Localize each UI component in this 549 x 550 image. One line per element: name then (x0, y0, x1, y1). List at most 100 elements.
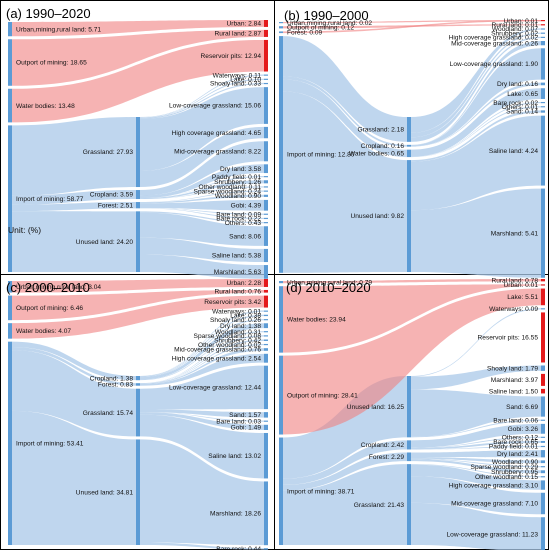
flow-band (12, 279, 264, 293)
source-label-outport-of-mining: Outport of mining: 28.41 (287, 392, 358, 399)
mid-label-unused-land: Unused land: 24.20 (76, 239, 134, 246)
flow-band (140, 212, 264, 246)
flow-band (140, 211, 264, 224)
mid-node-forest (136, 383, 140, 386)
flow-band (140, 439, 264, 546)
mid-node-grassland (136, 388, 140, 437)
target-label-shrubbery: Shrubbery: 1.26 (214, 179, 261, 186)
flow-band (140, 87, 264, 171)
flow-band (140, 353, 264, 386)
flow-band (411, 464, 541, 490)
flow-band (12, 346, 136, 386)
flow-band (411, 476, 541, 515)
source-label-urban-mining-rural-land: Urban,mining,rural land: 5.71 (16, 26, 101, 33)
target-node-dry-land (264, 164, 268, 174)
source-node-forest (279, 31, 283, 34)
source-node-urban-mining-rural-land (8, 281, 12, 293)
mid-label-unused-land: Unused land: 34.81 (76, 489, 134, 496)
flow-band (140, 141, 264, 196)
flow-band (283, 464, 407, 545)
source-label-import-of-mining: Import of mining: 58.77 (16, 196, 84, 203)
source-label-outport-of-mining: Outport of mining: 6.46 (16, 305, 83, 312)
mid-label-forest: Forest: 0.83 (98, 382, 134, 389)
flow-band (140, 164, 264, 199)
target-node-reservoir-pits (264, 39, 268, 72)
target-label-low-coverage-grassland: Low-coverage grassland: 15.06 (169, 103, 261, 110)
flow-band (12, 295, 264, 339)
flow-band (140, 126, 264, 188)
target-node-waterways (264, 310, 268, 312)
target-node-woodland (541, 28, 545, 30)
flow-band (411, 457, 541, 464)
flow-band (411, 106, 541, 158)
target-node-shrubbery (264, 180, 268, 184)
target-label-lake: Lake: 0.10 (230, 77, 261, 84)
flow-band (140, 199, 264, 211)
flow-band (283, 440, 407, 485)
target-node-woodland (541, 460, 545, 464)
source-label-import-of-mining: Import of mining: 12.80 (287, 152, 355, 159)
flow-band (411, 28, 541, 133)
target-label-others: Others: 0.01 (502, 104, 539, 111)
mid-label-cropland: Cropland: 2.42 (361, 442, 405, 449)
mid-label-grassland: Grassland: 2.18 (357, 127, 404, 134)
target-label-shoaly-land: Shoaly land: 0.26 (210, 317, 261, 324)
target-node-lake (541, 88, 545, 99)
target-node-urban (541, 20, 545, 22)
flow-band (140, 339, 264, 384)
target-label-saline-land: Saline land: 4.24 (489, 148, 538, 155)
target-node-bare-rock (264, 217, 268, 220)
target-label-urban: Urban: 2.84 (227, 21, 262, 28)
flow-band (411, 502, 541, 550)
target-label-bare-land: Bare land: 0.03 (216, 418, 261, 425)
flow-band (12, 29, 264, 86)
flow-band (140, 190, 264, 203)
flow-band (411, 458, 541, 468)
source-node-urban-mining-rural-land (279, 281, 283, 284)
target-label-dry-land: Dry land: 1.38 (220, 323, 261, 330)
target-label-waterways: Waterways: 0.09 (489, 306, 538, 313)
target-label-other-woodland: Other woodland: 0.11 (198, 184, 261, 191)
mid-label-grassland: Grassland: 15.74 (83, 410, 134, 417)
mid-node-forest (136, 202, 140, 209)
flow-band (283, 284, 541, 353)
target-label-saline-land: Saline land: 13.02 (208, 453, 261, 460)
source-node-water-bodies (8, 323, 12, 339)
flow-band (411, 36, 541, 142)
target-label-marshland: Marshland: 5.63 (214, 269, 262, 276)
flow-band (12, 190, 136, 205)
target-label-shoaly-land: Shoaly land: 0.33 (210, 81, 261, 88)
flow-band (12, 350, 136, 437)
flow-band (411, 459, 541, 474)
flow-band (411, 419, 541, 438)
target-label-lake: Lake: 0.65 (507, 91, 538, 98)
target-node-marshland (264, 481, 268, 546)
target-node-urban (264, 279, 268, 287)
flow-band (12, 39, 264, 123)
target-node-rural-land (541, 279, 545, 282)
target-node-bare-land (264, 420, 268, 422)
target-label-gobi: Gobi: 4.39 (231, 202, 262, 209)
flow-band (140, 208, 264, 220)
target-label-waterways: Waterways: 0.01 (212, 308, 261, 315)
source-label-urban-mining-rural-land: Urban,mining,rural land: 0.02 (287, 20, 372, 27)
source-node-urban-mining-rural-land (8, 22, 12, 37)
flow-band (411, 82, 541, 147)
mid-node-cropland (136, 190, 140, 200)
target-node-lake (264, 78, 268, 80)
target-label-high-coverage-grassland: High coverage grassland: 0.02 (449, 35, 539, 42)
source-node-import-of-mining (8, 125, 12, 272)
target-node-bare-land (541, 419, 545, 421)
mid-label-cropland: Cropland: 1.38 (90, 375, 134, 382)
flow-band (140, 310, 264, 377)
target-node-reservoir-pits (264, 295, 268, 308)
flow-band (283, 20, 541, 24)
target-label-dry-land: Dry land: 3.58 (220, 166, 261, 173)
target-node-high-coverage-grassland (264, 126, 268, 139)
target-node-saline-land (264, 248, 268, 263)
target-label-reservoir-pits: Reservoir pits: 12.94 (201, 53, 262, 60)
target-node-others (264, 222, 268, 224)
target-node-low-coverage-grassland (264, 87, 268, 124)
